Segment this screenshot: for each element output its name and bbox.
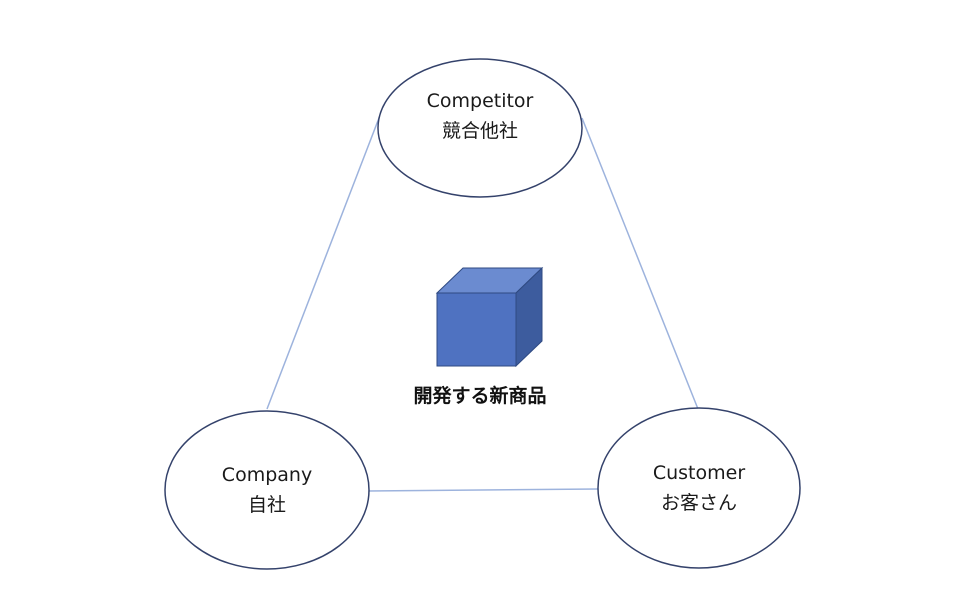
company-label-ja: 自社 xyxy=(248,494,286,516)
company-label-en: Company xyxy=(222,464,312,486)
connector-company-customer xyxy=(368,489,598,491)
customer-ellipse xyxy=(598,408,800,568)
company-ellipse xyxy=(165,411,369,569)
node-competitor[interactable]: Competitor 競合他社 xyxy=(378,59,582,197)
customer-label-en: Customer xyxy=(653,462,745,484)
competitor-label-ja: 競合他社 xyxy=(442,120,518,142)
competitor-label-en: Competitor xyxy=(427,90,534,112)
cube-front-face xyxy=(437,293,516,366)
customer-label-ja: お客さん xyxy=(661,492,737,514)
connector-competitor-customer xyxy=(582,118,698,409)
cube-icon xyxy=(437,268,542,366)
node-company[interactable]: Company 自社 xyxy=(165,411,369,569)
node-customer[interactable]: Customer お客さん xyxy=(598,408,800,568)
center-product-label: 開発する新商品 xyxy=(413,384,546,407)
connector-competitor-company xyxy=(267,118,379,409)
